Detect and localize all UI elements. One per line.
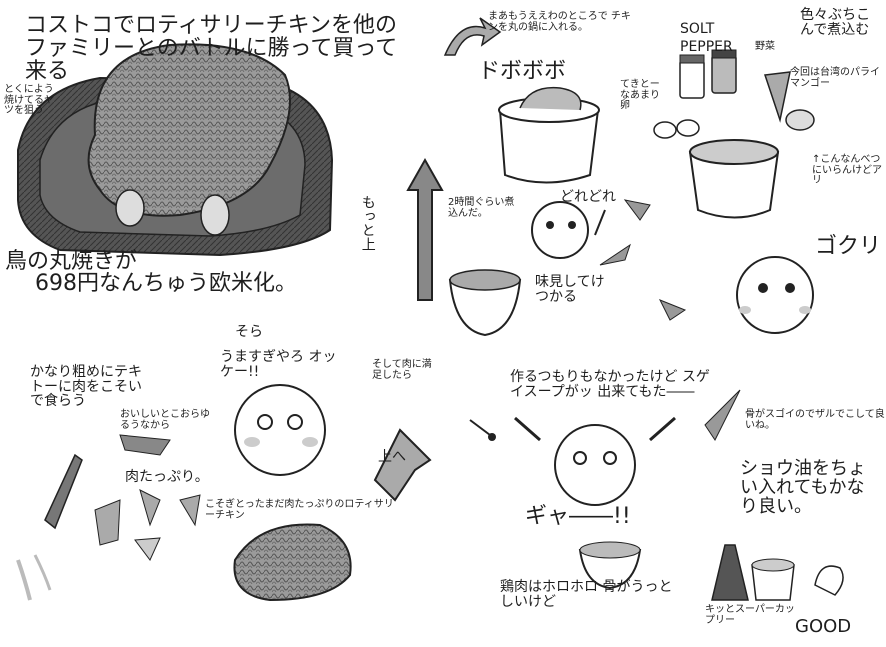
panel3-sora: そら	[235, 324, 263, 340]
knife-icon	[44, 453, 83, 530]
up-arrow-icon	[406, 157, 444, 301]
soy-sauce-bottle-icon	[711, 544, 749, 601]
meat-pieces	[94, 434, 201, 561]
panel2-caption: まあもうええわのところで チキンを丸の鍋に入れる。	[488, 11, 631, 33]
salt-shaker-icon	[679, 54, 705, 99]
stock-pot	[498, 86, 600, 184]
panel4-kirkland: キッとスーパーカップリー	[705, 604, 795, 626]
swallow-character	[736, 256, 814, 334]
panel1-caption: 鳥の丸焼きが	[5, 249, 138, 274]
pepper-shaker-icon	[711, 49, 737, 94]
panel3-intro: かなり粗めにテキトーに肉をこそいで食らう	[30, 364, 142, 410]
salt-label: SOLT	[680, 21, 715, 37]
pot-with-ingredients	[688, 139, 780, 219]
excited-character	[514, 416, 676, 506]
panel4-sfx: ギャ――!!	[525, 504, 631, 529]
panel4-note: 骨がスゴイのでザルでこして良いね。	[745, 409, 885, 431]
how-label: どれどれ	[560, 189, 616, 205]
arrow-icon	[599, 199, 741, 441]
up-arrow-2-icon	[373, 428, 432, 502]
egg-note: てきとーなあまり卵	[620, 79, 660, 111]
vegetables-label: 野菜	[755, 41, 775, 52]
panel2-note3: ↑こんなんべつにいらんけどアリ	[812, 154, 882, 186]
panel3-meat: 肉たっぷり。	[125, 469, 209, 485]
leftover-chicken-carcass	[233, 523, 352, 602]
panel3-exclaim: うますぎやろ オッケー!!	[220, 349, 337, 380]
pepper-label: PEPPER	[680, 39, 733, 55]
panel3-leftover: こそぎとったまだ肉たっぷりのロティサリーチキン	[205, 499, 394, 521]
good-label: GOOD	[795, 616, 852, 637]
panel2-sfx: ドボボボ	[478, 59, 567, 84]
panel1-price: 698円なんちゅう欧米化。	[35, 271, 297, 296]
soup-bowl	[578, 541, 642, 590]
mango-icon	[785, 109, 815, 131]
roast-chicken	[87, 43, 291, 236]
curved-arrow-icon	[443, 17, 502, 56]
panel3-satisfied: そして肉に満足したら	[372, 359, 432, 381]
spoon-icon	[469, 419, 496, 441]
panel1-title: コストコでロティサリーチキンを他のファミリーとのバトルに勝って買って来る	[25, 13, 398, 85]
panel4-caption: 作るつもりもなかったけど スゲイスープがッ 出来てもた――	[510, 369, 710, 400]
tasting-character	[531, 201, 606, 259]
panel3-arrow-label: 上へ	[378, 449, 406, 465]
time-note: 2時間ぐらい煮込んだ。	[448, 197, 515, 219]
panel4-soy: ショウ油をちょい入れてもかなり良い。	[740, 458, 866, 517]
soup-bowl-steam	[448, 269, 522, 337]
cup-icon	[751, 558, 795, 601]
taste-label: 味見してけつかる	[535, 274, 605, 305]
panel3-note: おいしいとこおらゆるうなから	[120, 409, 210, 431]
panel2-note2: 今回は台湾のパライマンゴー	[790, 67, 880, 89]
eating-character	[234, 384, 326, 476]
panel2-side-note: 色々ぶちこんで煮込む	[800, 7, 871, 38]
thumbs-up-icon	[814, 565, 844, 596]
panel1-side-note: とくによう焼けてるヤツを狙う	[4, 84, 54, 116]
panel1-arrow-label: もっと上	[359, 195, 376, 251]
eggs-icon	[653, 119, 700, 139]
panel4-bones: 鶏肉はホロホロ 骨がうっとしいけど	[500, 579, 673, 610]
carrot-icon	[763, 71, 791, 123]
speed-lines	[16, 554, 52, 601]
gulp-sfx: ゴクリ	[815, 234, 882, 259]
